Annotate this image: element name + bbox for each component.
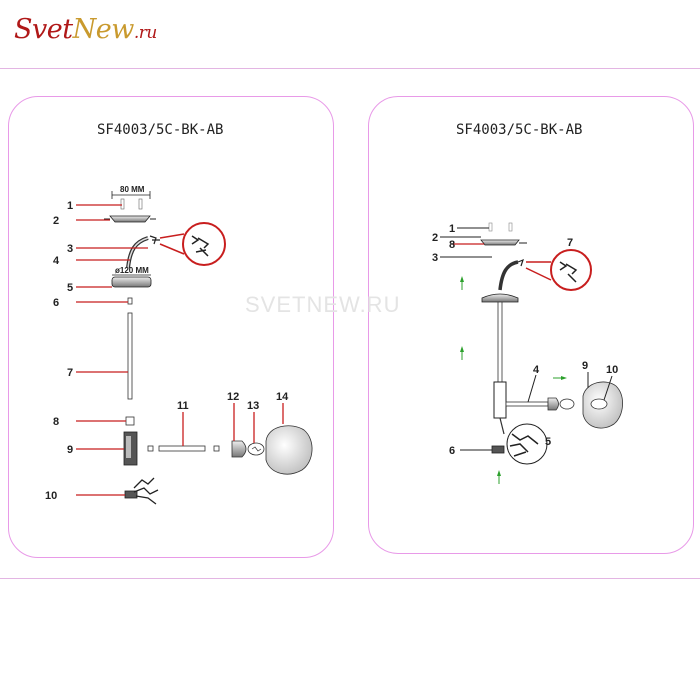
right-callout-3: 3	[432, 252, 438, 264]
left-callout-3: 3	[67, 243, 73, 255]
wire-block	[491, 445, 505, 454]
left-callout-12: 12	[227, 391, 239, 403]
screw-part	[138, 198, 143, 210]
right-callouts: 1 2 3 4 5 6 7 8 9 10	[432, 223, 618, 457]
right-callout-8: 8	[449, 239, 455, 251]
suspension-rod	[127, 312, 133, 400]
left-callout-4: 4	[53, 255, 60, 267]
left-callout-6: 6	[53, 297, 59, 309]
hook-arm	[498, 260, 519, 291]
right-callout-9: 9	[582, 360, 588, 372]
nut-part	[127, 297, 133, 305]
screw-part	[508, 222, 513, 232]
left-panel-title: SF4003/5C-BK-AB	[97, 122, 224, 138]
right-arrow-icon	[553, 376, 567, 380]
right-callout-4: 4	[533, 364, 540, 376]
right-panel-title: SF4003/5C-BK-AB	[456, 122, 583, 138]
bulb	[559, 398, 575, 410]
mounting-bracket	[480, 239, 520, 246]
ceiling-canopy	[111, 276, 152, 288]
up-arrow-icon	[460, 346, 464, 360]
up-arrow-icon	[497, 470, 501, 484]
direction-arrows	[460, 276, 567, 484]
wire-connector-detail	[499, 417, 548, 465]
coupler-part	[125, 416, 135, 426]
left-callout-2: 2	[53, 215, 59, 227]
dimension-80mm-label: 80 MM	[120, 185, 145, 194]
right-callout-1: 1	[449, 223, 455, 235]
left-callout-8: 8	[53, 416, 59, 428]
right-assembled-view: 1 2 3 4 5 6 7 8 9 10	[432, 222, 623, 484]
side-arm	[158, 445, 206, 452]
footer-divider	[0, 578, 700, 579]
left-callout-9: 9	[67, 444, 73, 456]
right-diagram-panel	[368, 96, 694, 554]
watermark: SVETNEW.RU	[245, 292, 401, 317]
left-callout-7: 7	[67, 367, 73, 379]
left-callout-10: 10	[45, 490, 57, 502]
wire-terminal-detail	[525, 249, 592, 291]
left-diagram-panel	[8, 96, 334, 558]
glass-shade	[265, 425, 313, 475]
left-callout-1: 1	[67, 200, 73, 212]
wire-terminal-detail	[149, 222, 226, 266]
lamp-body	[493, 381, 507, 419]
up-arrow-icon	[460, 276, 464, 290]
right-callout-5: 5	[545, 436, 551, 448]
screw-part	[120, 198, 125, 210]
dimension-120mm-label: ø120 MM	[115, 266, 149, 275]
right-callout-7: 7	[567, 237, 573, 249]
mounting-bracket	[104, 215, 156, 223]
ceiling-canopy	[481, 293, 519, 303]
header-divider	[0, 68, 700, 69]
side-arm	[505, 401, 549, 407]
left-leader-lines	[76, 204, 284, 496]
right-callout-10: 10	[606, 364, 618, 376]
left-callout-13: 13	[247, 400, 259, 412]
left-callout-11: 11	[177, 400, 189, 412]
lamp-holder	[231, 440, 247, 458]
left-exploded-view: 80 MM ø120 MM	[45, 185, 313, 505]
left-callouts: 1 2 3 4 5 6 7 8 9 10 11 12 13 14	[45, 200, 289, 502]
bulb	[247, 442, 265, 456]
left-callout-14: 14	[276, 391, 289, 403]
suspension-rod	[497, 301, 503, 383]
dimension-120mm: ø120 MM	[112, 266, 151, 276]
screw-part	[488, 222, 493, 232]
right-callout-2: 2	[432, 232, 438, 244]
lamp-holder	[547, 397, 559, 411]
dimension-80mm: 80 MM	[111, 185, 151, 199]
right-callout-6: 6	[449, 445, 455, 457]
svetnew-logo[interactable]: SvetNew.ru	[14, 14, 157, 45]
left-callout-5: 5	[67, 282, 73, 294]
wire-connector	[124, 477, 159, 505]
